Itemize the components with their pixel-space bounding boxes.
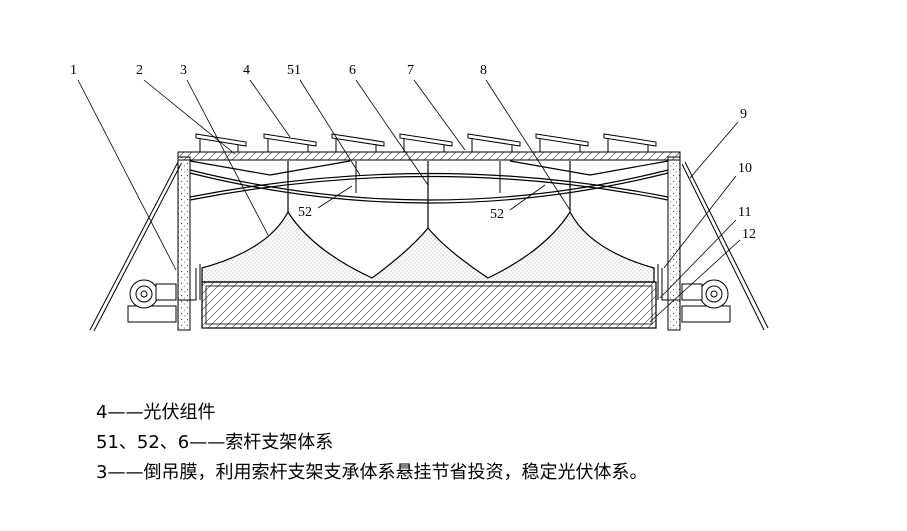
label-1: 1	[70, 63, 77, 78]
label-6: 6	[349, 63, 356, 78]
label-52-right: 52	[490, 207, 504, 222]
label-3: 3	[180, 63, 187, 78]
label-52-left: 52	[298, 205, 312, 220]
label-8: 8	[480, 63, 487, 78]
caption-membrane: 3——倒吊膜，利用索杆支架支承体系悬挂节省投资，稳定光伏体系。	[96, 462, 648, 483]
left-fan	[127, 279, 177, 323]
label-2: 2	[136, 63, 143, 78]
pipes	[178, 264, 680, 301]
label-7: 7	[407, 63, 414, 78]
right-anchor-cable	[681, 161, 769, 331]
right-fan	[681, 279, 731, 323]
pv-modules	[195, 133, 657, 152]
caption-pv-modules: 4——光伏组件	[96, 402, 216, 423]
label-51: 51	[287, 63, 301, 78]
caption-cable-strut: 51、52、6——索杆支架体系	[96, 432, 334, 453]
left-column	[177, 156, 191, 331]
label-4: 4	[243, 63, 250, 78]
label-9: 9	[740, 107, 747, 122]
inverted-membrane	[201, 210, 655, 283]
label-10: 10	[738, 161, 752, 176]
label-11: 11	[738, 205, 751, 220]
left-anchor-cable	[89, 161, 182, 332]
leader-lines	[77, 79, 741, 323]
cable-strut-system	[189, 161, 669, 228]
structure-diagram: 1 2 3 4 51 6 7 8 9 10 11 12 52 52	[70, 63, 769, 332]
container-water	[205, 285, 653, 325]
part-labels: 1 2 3 4 51 6 7 8 9 10 11 12 52 52	[70, 63, 756, 242]
label-12: 12	[742, 227, 756, 242]
top-truss	[177, 151, 681, 176]
container-body	[201, 281, 657, 329]
